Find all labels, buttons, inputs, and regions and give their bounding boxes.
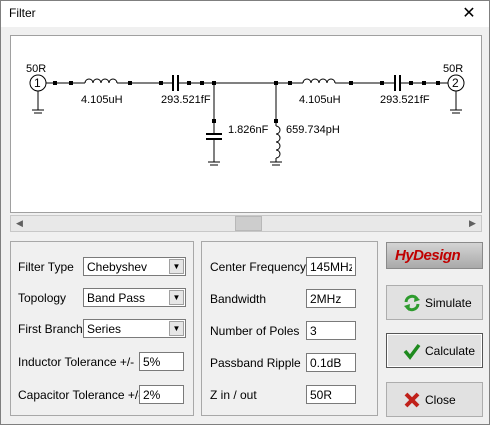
passband-ripple-label: Passband Ripple: [210, 356, 301, 370]
calculate-button[interactable]: Calculate: [386, 333, 483, 368]
filter-schematic: 50R 1 50R 2 4.105uH 293.521fF 1.826nF 65…: [10, 35, 482, 213]
scroll-thumb[interactable]: [235, 216, 262, 231]
center-frequency-input[interactable]: [306, 257, 356, 276]
close-button[interactable]: Close: [386, 382, 483, 417]
series-c1-value: 293.521fF: [161, 94, 211, 106]
checkmark-icon: [403, 343, 421, 360]
simulate-button[interactable]: Simulate: [386, 285, 483, 320]
center-frequency-label: Center Frequency: [210, 260, 307, 274]
port-left-number: 1: [34, 76, 41, 90]
filter-options-panel: Filter Type Chebyshev ▼ Topology Band Pa…: [10, 241, 194, 416]
chevron-down-icon[interactable]: ▼: [169, 321, 184, 336]
simulate-label: Simulate: [425, 296, 472, 310]
chevron-down-icon[interactable]: ▼: [169, 259, 184, 274]
inductor-l2-symbol: [302, 78, 336, 84]
bandwidth-input[interactable]: [306, 289, 356, 308]
schematic-drawing: [29, 74, 465, 166]
window-title: Filter: [9, 6, 36, 20]
number-of-poles-label: Number of Poles: [210, 324, 300, 338]
z-in-out-input[interactable]: [306, 385, 356, 404]
refresh-icon: [404, 294, 420, 312]
inductor-tolerance-input[interactable]: [139, 352, 184, 371]
filter-type-select[interactable]: Chebyshev ▼: [83, 257, 186, 276]
calculate-label: Calculate: [425, 344, 476, 358]
inductor-l1-symbol: [84, 78, 118, 84]
schematic-scrollbar[interactable]: ◀ ▶: [10, 215, 482, 232]
filter-type-label: Filter Type: [18, 260, 74, 274]
inductor-shunt-symbol: [275, 125, 281, 159]
first-branch-select[interactable]: Series ▼: [83, 319, 186, 338]
filter-type-value: Chebyshev: [87, 260, 148, 274]
title-bar: Filter ✕: [1, 1, 489, 27]
topology-select[interactable]: Band Pass ▼: [83, 288, 186, 307]
window-close-button[interactable]: ✕: [462, 5, 476, 22]
capacitor-tolerance-label: Capacitor Tolerance +/-: [18, 388, 143, 402]
port-left-impedance: 50R: [26, 63, 47, 75]
port-right-number: 2: [452, 76, 459, 90]
hydesign-logo: HyDesign: [386, 242, 483, 269]
capacitor-tolerance-input[interactable]: [139, 385, 184, 404]
first-branch-label: First Branch: [18, 322, 83, 336]
port-right-impedance: 50R: [443, 63, 464, 75]
close-label: Close: [425, 393, 456, 407]
series-l1-value: 4.105uH: [81, 94, 123, 106]
series-c2-value: 293.521fF: [380, 94, 430, 106]
topology-value: Band Pass: [87, 291, 146, 305]
z-in-out-label: Z in / out: [210, 388, 257, 402]
chevron-down-icon[interactable]: ▼: [169, 290, 184, 305]
logo-text: HyDesign: [395, 247, 461, 264]
inductor-tolerance-label: Inductor Tolerance +/-: [18, 355, 135, 369]
bandwidth-label: Bandwidth: [210, 292, 267, 306]
series-l2-value: 4.105uH: [299, 94, 341, 106]
shunt-c-value: 1.826nF: [228, 124, 269, 136]
shunt-l-value: 659.734pH: [286, 124, 340, 136]
filter-parameters-panel: Center Frequency Bandwidth Number of Pol…: [201, 241, 378, 416]
number-of-poles-input[interactable]: [306, 321, 356, 340]
first-branch-value: Series: [87, 322, 122, 336]
passband-ripple-input[interactable]: [306, 353, 356, 372]
close-x-icon: [404, 392, 420, 408]
scroll-left-arrow[interactable]: ◀: [16, 218, 23, 228]
scroll-right-arrow[interactable]: ▶: [469, 218, 476, 228]
topology-label: Topology: [18, 291, 67, 305]
